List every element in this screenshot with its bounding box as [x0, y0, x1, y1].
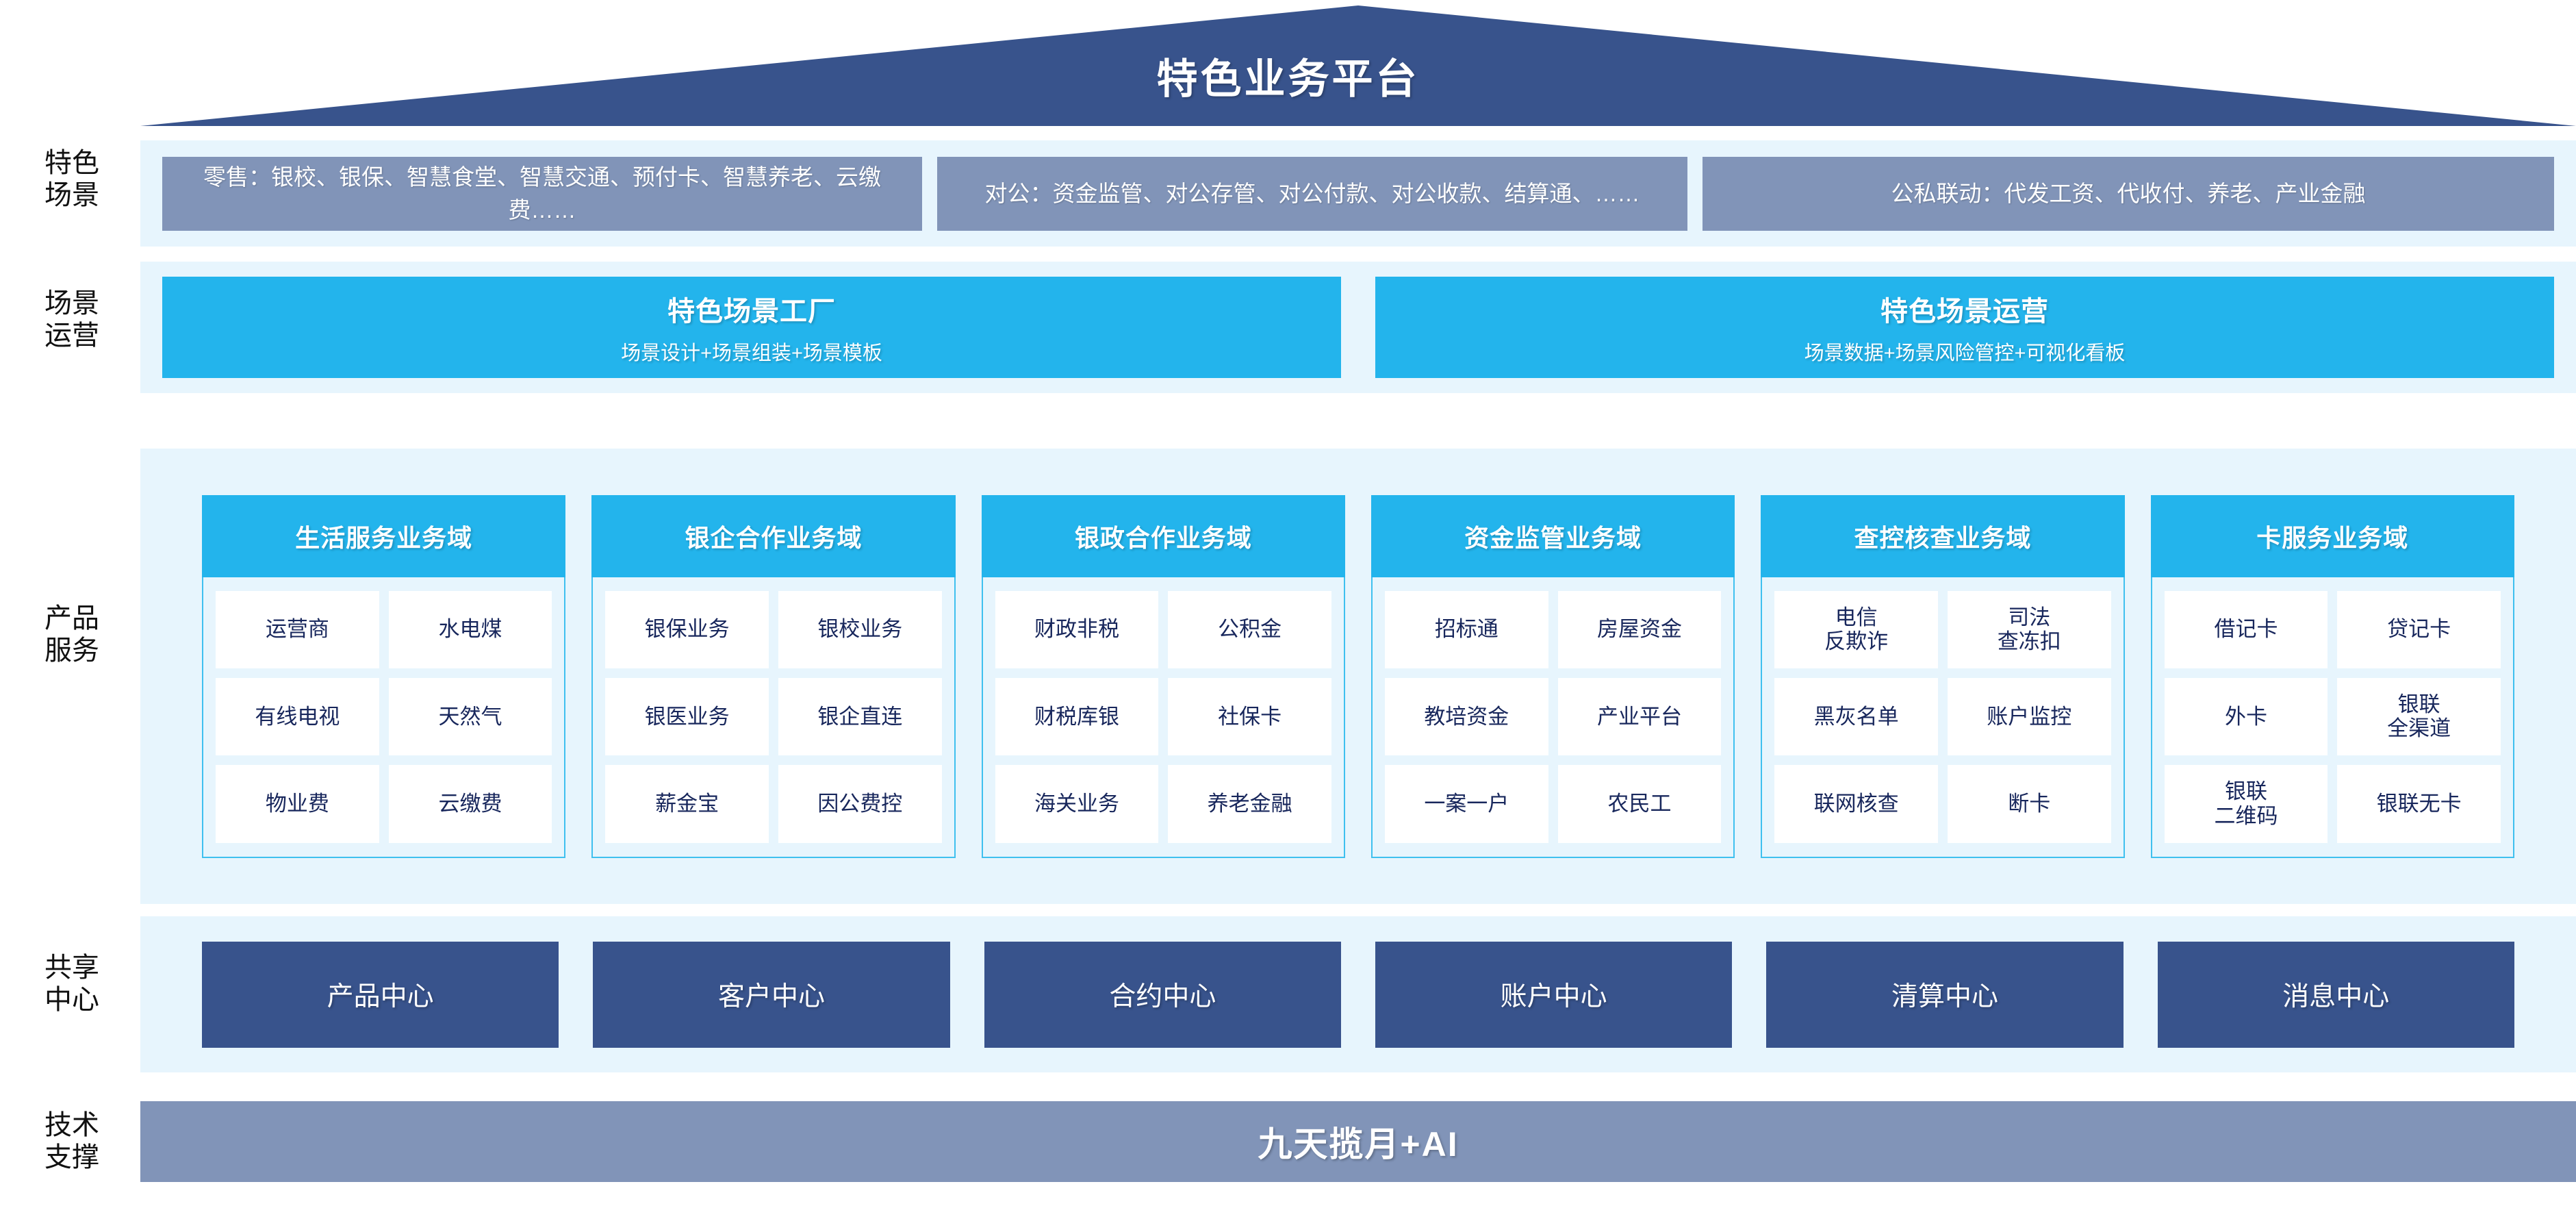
domain-item[interactable]: 房屋资金 — [1557, 590, 1722, 668]
domain-card-items: 借记卡 贷记卡 外卡 银联 全渠道 银联 二维码 银联无卡 — [2150, 577, 2514, 858]
product-layer-band: 生活服务业务域 运营商 水电煤 有线电视 天然气 物业费 云缴费 银企合作业务域… — [140, 449, 2576, 904]
shared-center-contract[interactable]: 合约中心 — [984, 941, 1341, 1048]
domain-item[interactable]: 薪金宝 — [605, 765, 769, 843]
domain-card-investigation-control[interactable]: 查控核查业务域 电信 反欺诈 司法 查冻扣 黑灰名单 账户监控 联网核查 断卡 — [1761, 494, 2125, 858]
shared-center-clearing[interactable]: 清算中心 — [1766, 941, 2124, 1048]
domain-item[interactable]: 云缴费 — [388, 765, 552, 843]
domain-item[interactable]: 农民工 — [1557, 765, 1722, 843]
domain-item[interactable]: 银企直连 — [778, 677, 942, 756]
domain-item[interactable]: 黑灰名单 — [1774, 677, 1938, 756]
operations-layer-band: 特色场景工厂 场景设计+场景组装+场景模板 特色场景运营 场景数据+场景风险管控… — [140, 262, 2576, 393]
domain-card-items: 招标通 房屋资金 教培资金 产业平台 一案一户 农民工 — [1370, 577, 1735, 858]
domain-item[interactable]: 银联无卡 — [2337, 765, 2501, 843]
operations-box-scene-factory[interactable]: 特色场景工厂 场景设计+场景组装+场景模板 — [162, 277, 1341, 378]
domain-card-items: 电信 反欺诈 司法 查冻扣 黑灰名单 账户监控 联网核查 断卡 — [1761, 577, 2125, 858]
domain-item[interactable]: 银联 二维码 — [2164, 765, 2328, 843]
row-label-scene: 特色 场景 — [44, 148, 99, 211]
domain-item[interactable]: 借记卡 — [2164, 590, 2328, 668]
scene-box-corporate[interactable]: 对公：资金监管、对公存管、对公付款、对公收款、结算通、…… — [937, 156, 1687, 231]
scene-box-retail[interactable]: 零售：银校、银保、智慧食堂、智慧交通、预付卡、智慧养老、云缴费…… — [162, 156, 922, 231]
operations-box-title: 特色场景工厂 — [667, 297, 836, 327]
domain-card-title: 银企合作业务域 — [591, 494, 956, 577]
domain-card-items: 财政非税 公积金 财税库银 社保卡 海关业务 养老金融 — [981, 577, 1345, 858]
domain-item[interactable]: 养老金融 — [1168, 765, 1331, 843]
domain-item[interactable]: 联网核查 — [1774, 765, 1938, 843]
tech-support-banner: 九天揽月+AI — [140, 1101, 2576, 1182]
domain-item[interactable]: 运营商 — [216, 590, 379, 668]
scene-box-row: 零售：银校、银保、智慧食堂、智慧交通、预付卡、智慧养老、云缴费…… 对公：资金监… — [140, 140, 2576, 247]
domain-item[interactable]: 外卡 — [2164, 677, 2328, 756]
domain-item[interactable]: 有线电视 — [216, 677, 379, 756]
domain-card-title: 银政合作业务域 — [981, 494, 1345, 577]
domain-card-title: 生活服务业务域 — [202, 494, 566, 577]
row-label-product: 产品 服务 — [44, 603, 99, 666]
domain-item[interactable]: 贷记卡 — [2337, 590, 2501, 668]
platform-header: 特色业务平台 — [0, 0, 2576, 134]
operations-box-subtitle: 场景数据+场景风险管控+可视化看板 — [1804, 342, 2126, 364]
domain-card-items: 银保业务 银校业务 银医业务 银企直连 薪金宝 因公费控 — [591, 577, 956, 858]
domain-item[interactable]: 因公费控 — [778, 765, 942, 843]
domain-item[interactable]: 社保卡 — [1168, 677, 1331, 756]
domain-card-card-service[interactable]: 卡服务业务域 借记卡 贷记卡 外卡 银联 全渠道 银联 二维码 银联无卡 — [2150, 494, 2514, 858]
shared-layer-band: 产品中心 客户中心 合约中心 账户中心 清算中心 消息中心 — [140, 916, 2576, 1072]
domain-item[interactable]: 招标通 — [1384, 590, 1548, 668]
domain-card-bank-enterprise[interactable]: 银企合作业务域 银保业务 银校业务 银医业务 银企直连 薪金宝 因公费控 — [591, 494, 956, 858]
shared-center-customer[interactable]: 客户中心 — [593, 941, 950, 1048]
domain-item[interactable]: 财政非税 — [995, 590, 1159, 668]
domain-item[interactable]: 账户监控 — [1947, 677, 2111, 756]
domain-card-life-service[interactable]: 生活服务业务域 运营商 水电煤 有线电视 天然气 物业费 云缴费 — [202, 494, 566, 858]
domain-card-items: 运营商 水电煤 有线电视 天然气 物业费 云缴费 — [202, 577, 566, 858]
domain-item[interactable]: 海关业务 — [995, 765, 1159, 843]
row-label-tech: 技术 支撑 — [44, 1110, 99, 1173]
row-label-shared: 共享 中心 — [44, 953, 99, 1016]
domain-card-title: 查控核查业务域 — [1761, 494, 2125, 577]
domain-item[interactable]: 天然气 — [388, 677, 552, 756]
domain-item[interactable]: 产业平台 — [1557, 677, 1722, 756]
scene-box-public-private-linkage[interactable]: 公私联动：代发工资、代收付、养老、产业金融 — [1703, 156, 2554, 231]
page-title: 特色业务平台 — [1156, 56, 1420, 102]
operations-box-title: 特色场景运营 — [1880, 297, 2049, 327]
domain-item[interactable]: 物业费 — [216, 765, 379, 843]
operations-box-scene-operation[interactable]: 特色场景运营 场景数据+场景风险管控+可视化看板 — [1375, 277, 2554, 378]
shared-center-message[interactable]: 消息中心 — [2157, 941, 2514, 1048]
domain-card-row: 生活服务业务域 运营商 水电煤 有线电视 天然气 物业费 云缴费 银企合作业务域… — [140, 449, 2576, 904]
domain-item[interactable]: 司法 查冻扣 — [1947, 590, 2111, 668]
operations-box-subtitle: 场景设计+场景组装+场景模板 — [621, 342, 882, 364]
domain-card-fund-supervision[interactable]: 资金监管业务域 招标通 房屋资金 教培资金 产业平台 一案一户 农民工 — [1370, 494, 1735, 858]
shared-center-product[interactable]: 产品中心 — [202, 941, 559, 1048]
domain-item[interactable]: 银校业务 — [778, 590, 942, 668]
domain-item[interactable]: 水电煤 — [388, 590, 552, 668]
domain-item[interactable]: 银联 全渠道 — [2337, 677, 2501, 756]
operations-box-row: 特色场景工厂 场景设计+场景组装+场景模板 特色场景运营 场景数据+场景风险管控… — [140, 262, 2576, 393]
scene-layer-band: 零售：银校、银保、智慧食堂、智慧交通、预付卡、智慧养老、云缴费…… 对公：资金监… — [140, 140, 2576, 247]
domain-card-bank-government[interactable]: 银政合作业务域 财政非税 公积金 财税库银 社保卡 海关业务 养老金融 — [981, 494, 1345, 858]
domain-card-title: 卡服务业务域 — [2150, 494, 2514, 577]
row-label-operations: 场景 运营 — [44, 288, 99, 351]
domain-item[interactable]: 一案一户 — [1384, 765, 1548, 843]
domain-item[interactable]: 银保业务 — [605, 590, 769, 668]
shared-center-account[interactable]: 账户中心 — [1375, 941, 1733, 1048]
domain-item[interactable]: 公积金 — [1168, 590, 1331, 668]
shared-center-row: 产品中心 客户中心 合约中心 账户中心 清算中心 消息中心 — [140, 916, 2576, 1072]
domain-item[interactable]: 银医业务 — [605, 677, 769, 756]
domain-item[interactable]: 财税库银 — [995, 677, 1159, 756]
domain-item[interactable]: 教培资金 — [1384, 677, 1548, 756]
domain-item[interactable]: 电信 反欺诈 — [1774, 590, 1938, 668]
domain-item[interactable]: 断卡 — [1947, 765, 2111, 843]
domain-card-title: 资金监管业务域 — [1370, 494, 1735, 577]
